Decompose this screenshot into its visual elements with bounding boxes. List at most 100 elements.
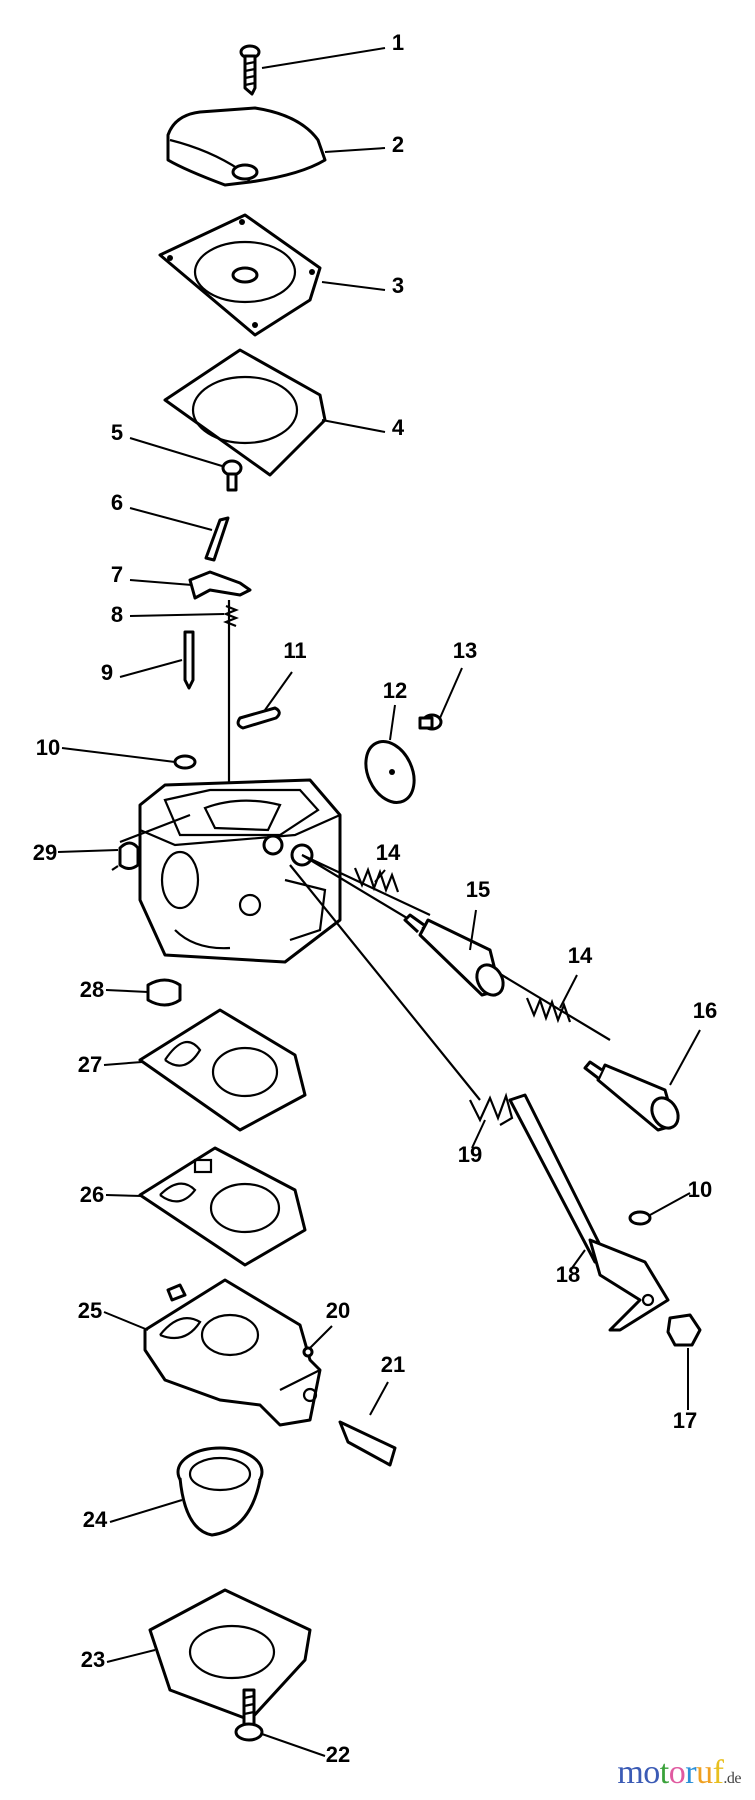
part-number-label: 8: [111, 602, 123, 627]
part-28-cap: [146, 978, 182, 1007]
part-number-label: 18: [556, 1262, 580, 1287]
leader-line: [129, 579, 193, 586]
part-1-screw: [239, 44, 261, 96]
part-13-screw: [418, 713, 443, 731]
part-24-primer-bulb: [176, 1446, 264, 1537]
leader-line: [129, 437, 223, 467]
part-22-screw: [234, 1688, 264, 1742]
leader-line: [129, 613, 225, 617]
part-number-label: 23: [81, 1647, 105, 1672]
part-number-label: 16: [693, 998, 717, 1023]
part-number-label: 9: [101, 660, 113, 685]
leader-line: [103, 1311, 149, 1331]
leader-extension: [111, 865, 119, 871]
leader-line: [105, 989, 149, 993]
part-number-label: 14: [568, 943, 593, 968]
leader-line: [369, 1381, 389, 1416]
watermark-suffix: .de: [723, 1770, 741, 1787]
part-20-check-ball: [302, 1346, 314, 1358]
part-number-label: 27: [78, 1052, 102, 1077]
part-27-gasket: [138, 1008, 307, 1132]
part-12-throttle-plate: [364, 740, 416, 804]
leader-line: [261, 1733, 326, 1757]
leader-line: [61, 747, 176, 763]
part-8-spring: [223, 604, 239, 628]
part-number-label: 1: [392, 30, 404, 55]
leader-line: [321, 419, 386, 433]
leader-line: [106, 1649, 156, 1663]
part-4-gasket: [163, 348, 327, 477]
part-number-label: 15: [466, 877, 490, 902]
leader-line: [129, 507, 213, 531]
part-16-mixture-needle: [583, 1060, 680, 1132]
part-7-lever: [188, 570, 252, 600]
part-number-label: 14: [376, 840, 401, 865]
part-25-pump-body: [143, 1278, 322, 1427]
leader-line: [324, 147, 386, 153]
part-number-label: 7: [111, 562, 123, 587]
watermark-letter: t: [659, 1754, 669, 1791]
part-number-label: 20: [326, 1298, 350, 1323]
leader-line: [374, 869, 386, 883]
part-number-label: 28: [80, 977, 104, 1002]
leader-line: [559, 974, 578, 1009]
part-number-label: 10: [688, 1177, 712, 1202]
part-10-clip: [173, 754, 197, 770]
part-10-clip-2: [628, 1210, 652, 1226]
part-21-screen: [338, 1420, 397, 1467]
part-number-label: 25: [78, 1298, 102, 1323]
part-18-throttle-shaft: [508, 1093, 670, 1332]
watermark-letter: f: [712, 1754, 724, 1791]
part-number-label: 19: [458, 1142, 482, 1167]
part-15-mixture-needle: [403, 913, 505, 997]
part-number-label: 26: [80, 1182, 104, 1207]
part-number-label: 2: [392, 132, 404, 157]
part-number-label: 3: [392, 273, 404, 298]
part-number-label: 21: [381, 1352, 405, 1377]
leader-line: [109, 1499, 183, 1523]
leader-line: [571, 1249, 586, 1269]
part-number-label: 6: [111, 490, 123, 515]
part-3-diaphragm: [158, 213, 322, 337]
leader-line: [57, 849, 119, 853]
watermark-letter: o: [643, 1754, 660, 1791]
part-number-label: 10: [36, 735, 60, 760]
part-number-label: 12: [383, 678, 407, 703]
part-2-cover: [166, 106, 327, 187]
part-29-cap: [118, 841, 140, 870]
part-number-label: 17: [673, 1408, 697, 1433]
part-number-label: 22: [326, 1742, 350, 1767]
leader-line: [103, 1061, 143, 1066]
leader-line: [309, 1325, 333, 1349]
leader-line: [669, 1029, 701, 1086]
watermark-letter: r: [685, 1754, 697, 1791]
leader-line: [471, 1119, 486, 1149]
part-17-nut: [666, 1313, 702, 1347]
watermark-text: motoruf: [617, 1754, 724, 1791]
part-6-pin: [204, 516, 230, 562]
part-26-gasket: [138, 1146, 307, 1267]
part-14-spring-2: [525, 996, 572, 1024]
leader-line: [649, 1192, 691, 1216]
watermark-letter: m: [617, 1754, 644, 1791]
part-number-label: 11: [283, 638, 306, 663]
part-number-label: 5: [111, 420, 123, 445]
leader-line: [321, 281, 386, 291]
part-5-screw: [221, 459, 243, 492]
part-number-label: 4: [392, 415, 405, 440]
watermark-logo: motoruf.de: [617, 1754, 741, 1792]
part-number-label: 24: [83, 1507, 108, 1532]
part-9-needle: [183, 630, 195, 690]
watermark-letter: u: [696, 1754, 713, 1791]
leader-line: [119, 659, 183, 678]
part-number-label: 29: [33, 840, 57, 865]
part-number-label: 13: [453, 638, 477, 663]
leader-line: [389, 704, 396, 741]
part-19-spring: [469, 1092, 514, 1126]
part-23-gasket: [148, 1588, 312, 1722]
leader-line: [469, 909, 477, 951]
part-11-pin: [236, 706, 281, 730]
leader-line: [261, 47, 386, 69]
leader-line: [439, 667, 463, 719]
